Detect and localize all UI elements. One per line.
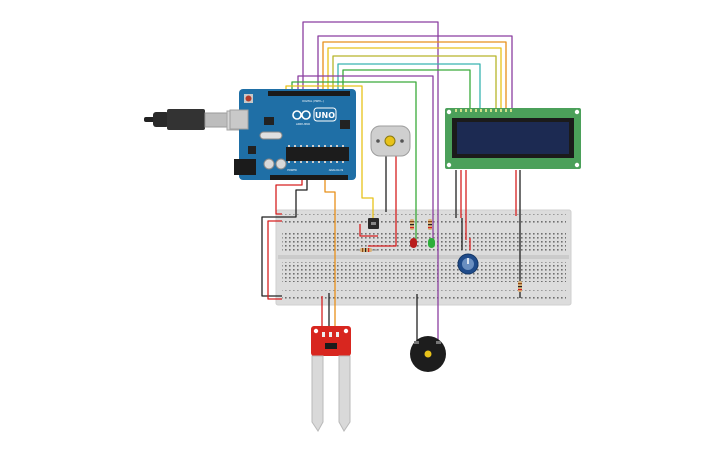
- led-green[interactable]: [428, 238, 435, 248]
- led-red[interactable]: [410, 238, 417, 248]
- motor-shaft-icon: [384, 135, 396, 147]
- lcd-display[interactable]: [445, 108, 581, 169]
- piezo-buzzer[interactable]: [410, 336, 446, 372]
- breadboard: [275, 209, 572, 306]
- wire-purple-led[interactable]: [297, 75, 434, 240]
- soil-moisture-sensor[interactable]: [311, 326, 351, 432]
- atmega-chip: [286, 147, 349, 161]
- uno-badge: [313, 107, 337, 122]
- wire-yellow-lcd[interactable]: [327, 47, 502, 110]
- power-analog-header: [270, 175, 348, 180]
- usb-cable[interactable]: [144, 109, 245, 131]
- dc-motor[interactable]: [370, 125, 411, 157]
- breadboard-center-channel: [278, 255, 569, 259]
- resistor-transistor[interactable]: [356, 248, 378, 252]
- wire-orange-lcd[interactable]: [322, 41, 507, 110]
- power-jack: [234, 159, 256, 175]
- resistor-lcd[interactable]: [518, 281, 522, 292]
- resistor-led-red[interactable]: [410, 219, 414, 230]
- sensor-probe-left: [311, 355, 324, 432]
- power-header-label: POWER: [287, 168, 297, 172]
- wire-green-motor[interactable]: [291, 81, 417, 240]
- wire-red-5v[interactable]: [275, 180, 303, 215]
- uno-label: UNO: [315, 111, 335, 120]
- arduino-brand-label: ARDUINO: [296, 122, 311, 126]
- wire-black-gnd[interactable]: [261, 180, 308, 297]
- breadboard-rail-bottom-2: [282, 296, 566, 299]
- wire-olive-lcd[interactable]: [332, 55, 497, 110]
- usb-jack: [229, 109, 249, 130]
- wire-teal-lcd[interactable]: [337, 63, 481, 110]
- wire-green-lcd[interactable]: [342, 69, 471, 110]
- wire-orange-sensor[interactable]: [324, 180, 336, 328]
- lcd-screen: [457, 122, 569, 154]
- wire-yellow-transistor[interactable]: [285, 85, 374, 218]
- buzzer-center-icon: [424, 350, 432, 358]
- analog-header-label: ANALOG IN: [329, 168, 343, 172]
- lcd-pin-row: [455, 109, 512, 112]
- digital-header-label: DIGITAL (PWM~): [302, 99, 324, 103]
- wires: [261, 21, 521, 345]
- breadboard-terminal-lower: [282, 262, 566, 282]
- breadboard-rail-top-2: [282, 220, 566, 223]
- digital-header: [268, 91, 350, 96]
- breadboard-terminal-upper: [282, 232, 566, 252]
- wire-red-rail[interactable]: [267, 220, 282, 300]
- wire-purple-buzzer[interactable]: [302, 21, 439, 345]
- arduino-logo-icon: [292, 110, 311, 120]
- arduino-uno[interactable]: UNO ARDUINO DIGITAL (PWM~) POWER ANALOG …: [229, 89, 356, 180]
- breadboard-rail-bottom-1: [282, 290, 566, 293]
- wire-red-motor[interactable]: [368, 156, 397, 247]
- wire-purple-lcd[interactable]: [317, 35, 513, 110]
- resistor-led-green[interactable]: [428, 219, 432, 230]
- sensor-probe-right: [338, 355, 351, 432]
- potentiometer[interactable]: [457, 253, 479, 275]
- reset-button[interactable]: [245, 95, 252, 102]
- transistor[interactable]: [368, 218, 379, 229]
- wire-red-transistor[interactable]: [359, 224, 378, 237]
- breadboard-rail-top-1: [282, 214, 566, 217]
